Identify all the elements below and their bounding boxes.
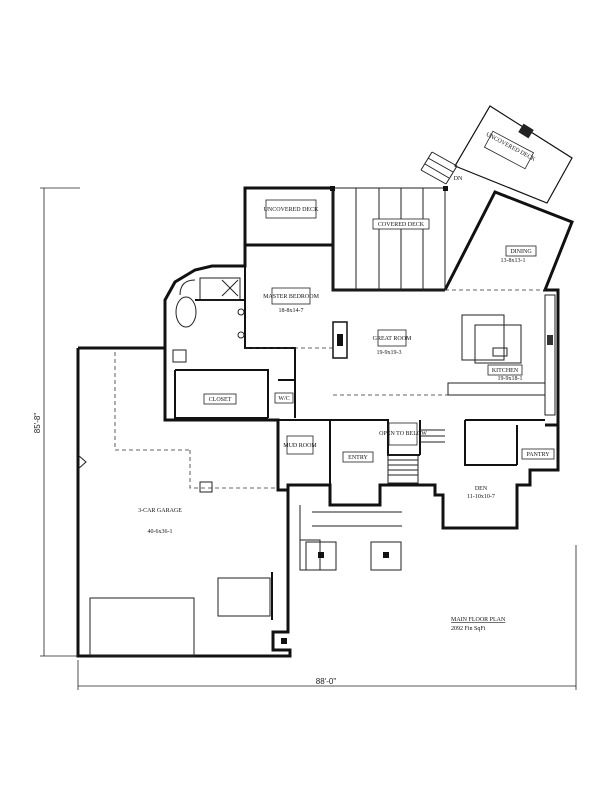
master-bedroom-size: 18-8x14-7 (279, 308, 304, 314)
dn-label: DN (454, 176, 463, 182)
dining-label: DINING (510, 249, 532, 255)
width-dimension-label: 88'-0" (316, 677, 337, 686)
uncovered-deck-left-label: UNCOVERED DECK (264, 207, 319, 213)
mud-room-label: MUD ROOM (283, 443, 317, 449)
master-bedroom-label: MASTER BEDROOM (263, 294, 320, 300)
garage-size: 40-6x36-1 (148, 529, 173, 535)
master-bath (172, 277, 245, 363)
covered-deck (330, 186, 448, 291)
kitchen-size: 19-9x18-1 (498, 376, 523, 382)
entry-stairs (387, 429, 445, 484)
pantry-label: PANTRY (526, 452, 550, 458)
interior-walls (114, 266, 545, 490)
kitchen-label: KITCHEN (492, 368, 519, 374)
garage-label: 3-CAR GARAGE (138, 508, 182, 514)
uncovered-deck-top (420, 105, 573, 204)
fireplace (332, 321, 348, 359)
great-room-size: 19-9x19-3 (377, 350, 402, 356)
kitchen-island (447, 294, 556, 416)
closet-label: CLOSET (209, 397, 232, 403)
open-to-below-label: OPEN TO BELOW (379, 431, 427, 437)
dimension-lines (40, 187, 577, 690)
room-labels: UNCOVERED DECK UNCOVERED DECK COVERED DE… (138, 130, 555, 535)
garage-doors (77, 454, 287, 657)
dining-size: 13-8x13-1 (501, 258, 526, 264)
wic-label: W/C (278, 396, 289, 402)
depth-dimension-label: 85'-8" (33, 413, 42, 434)
great-room-label: GREAT ROOM (373, 336, 412, 342)
front-porch (299, 505, 402, 571)
plan-title: MAIN FLOOR PLAN (451, 617, 506, 623)
exterior-walls (76, 186, 574, 658)
covered-deck-label: COVERED DECK (378, 222, 425, 228)
entry-label: ENTRY (348, 455, 368, 461)
den-size: 11-10x10-7 (467, 494, 495, 500)
den-label: DEN (475, 486, 488, 492)
plan-area: 2092 Fin SqFt (451, 626, 486, 632)
